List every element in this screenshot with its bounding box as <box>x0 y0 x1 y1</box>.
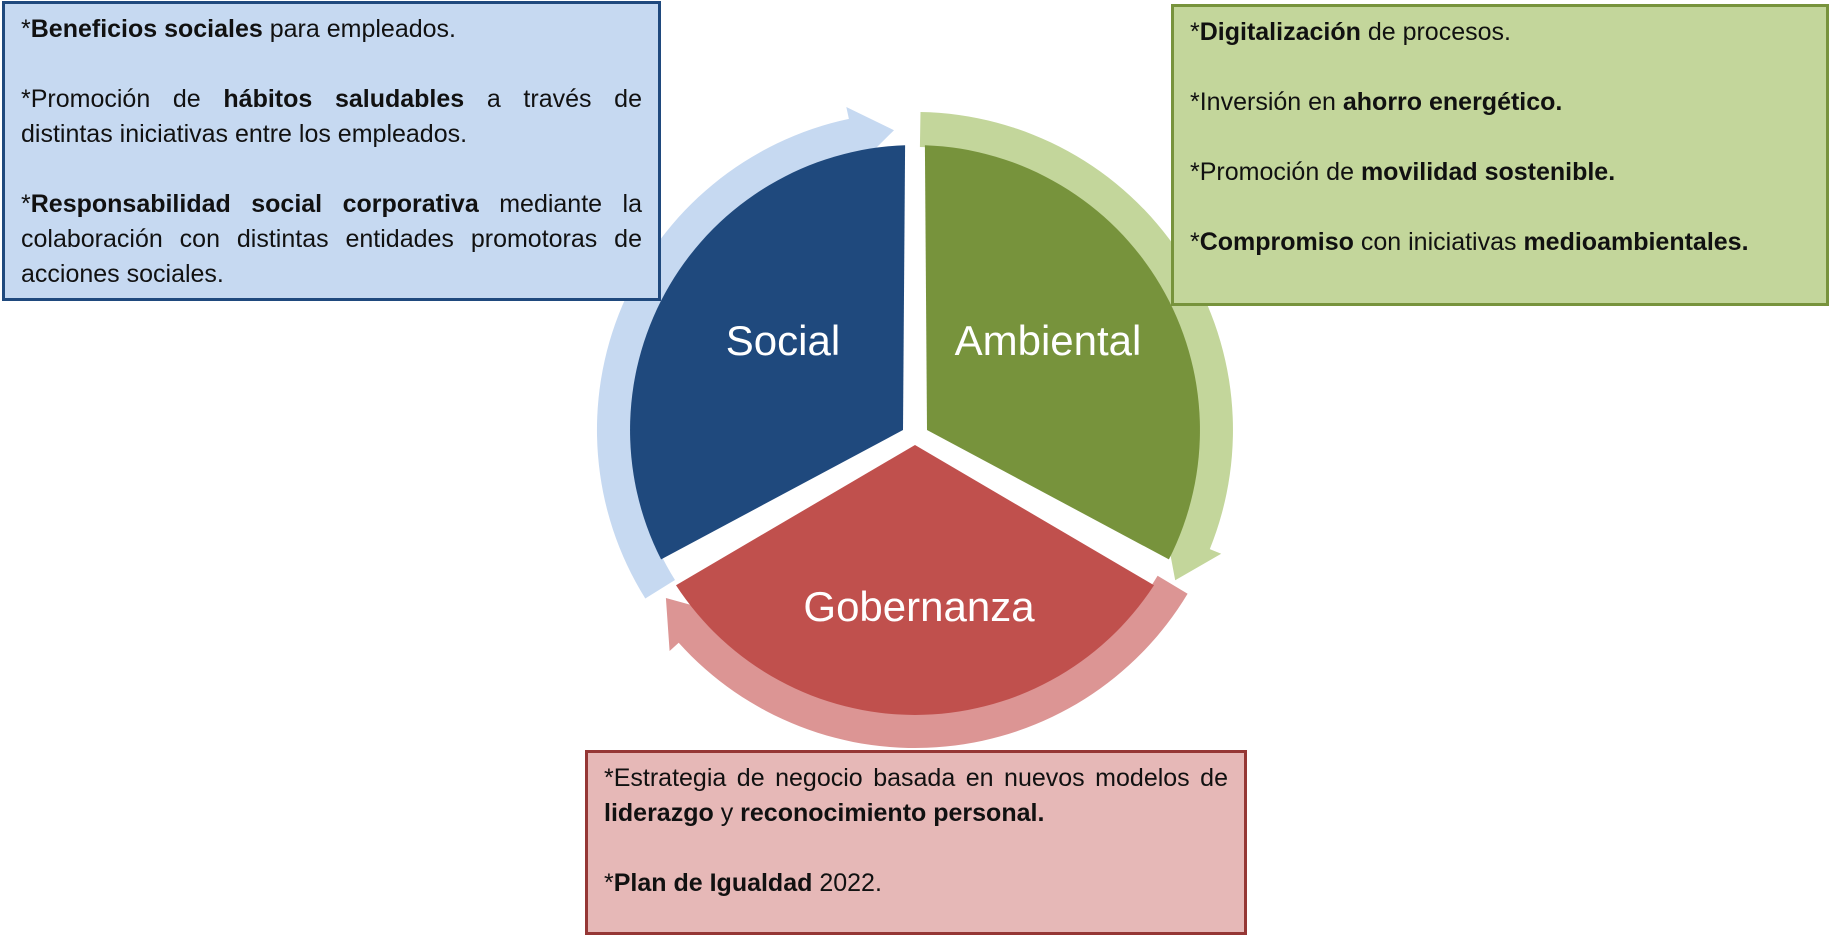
ambiental-item-2: *Inversión en ahorro energético. <box>1190 88 1563 116</box>
gobernanza-item-2: *Plan de Igualdad 2022. <box>604 869 882 897</box>
social-textbox: *Beneficios sociales para empleados. *Pr… <box>2 1 661 301</box>
social-label: Social <box>726 317 840 364</box>
ambiental-arrow <box>919 112 1233 581</box>
social-item-1: *Beneficios sociales para empleados. <box>21 15 456 43</box>
social-arrow <box>596 107 894 599</box>
gobernanza-item-1: *Estrategia de negocio basada en nuevos … <box>604 764 1228 827</box>
ambiental-segment <box>924 145 1200 560</box>
gobernanza-textbox: *Estrategia de negocio basada en nuevos … <box>585 750 1247 935</box>
gobernanza-arrow <box>665 575 1188 749</box>
gobernanza-segment <box>676 445 1154 715</box>
ambiental-item-4: *Compromiso con iniciativas medioambient… <box>1190 228 1749 256</box>
social-item-2: *Promoción de hábitos saludables a travé… <box>21 85 642 148</box>
social-item-3: *Responsabilidad social corporativa medi… <box>21 190 642 288</box>
gobernanza-label: Gobernanza <box>803 583 1035 630</box>
social-segment <box>630 145 906 560</box>
ambiental-textbox: *Digitalización de procesos. *Inversión … <box>1171 4 1829 306</box>
ambiental-label: Ambiental <box>955 317 1142 364</box>
ambiental-item-3: *Promoción de movilidad sostenible. <box>1190 158 1616 186</box>
ambiental-item-1: *Digitalización de procesos. <box>1190 18 1511 46</box>
